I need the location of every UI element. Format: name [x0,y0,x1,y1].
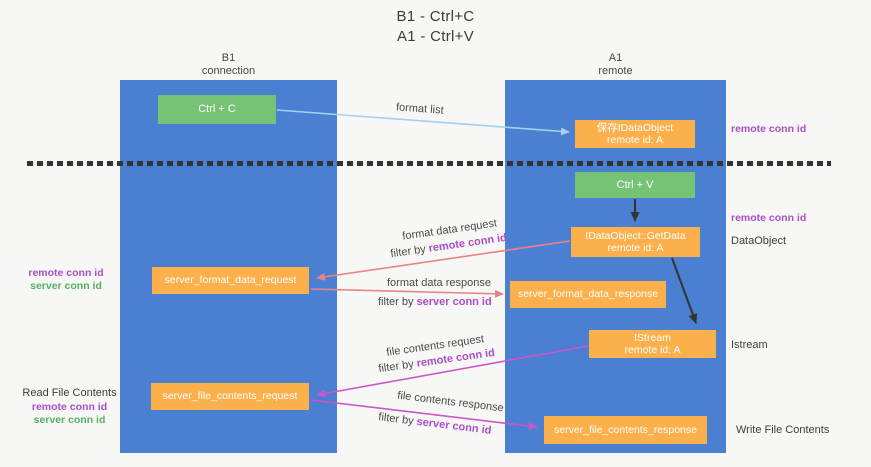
node-server-file-contents-request: server_file_contents_request [151,383,309,410]
node-server-format-data-request: server_format_data_request [152,267,309,294]
label-format-data-response: format data response [387,277,491,289]
node-ctrl-c: Ctrl + C [158,95,276,124]
label-server-conn-id-left-file: server conn id [33,414,106,426]
node-istream: IStream remote id: A [589,330,716,358]
column-header-a1-role: remote [598,65,633,77]
node-format-response-label: server_format_data_response [517,288,659,301]
node-idataobject-getdata: IDataObject::GetData remote id: A [571,227,700,257]
label-remote-conn-id-mid-right: remote conn id [731,212,807,224]
label-write-file-contents: Write File Contents [736,424,830,436]
label-group-format-conn-ids: remote conn id server conn id [24,267,108,293]
label-remote-conn-id-top-right: remote conn id [731,123,807,135]
column-header-a1-name: A1 [608,52,623,64]
title-line-1: B1 - Ctrl+C [396,8,475,25]
node-server-file-contents-response: server_file_contents_response [544,416,707,444]
keyword-server-conn-id: server conn id [415,415,493,437]
label-read-file-contents: Read File Contents [22,387,117,399]
node-ctrl-v-label: Ctrl + V [616,178,654,191]
node-getdata-remote-id: remote id: A [607,242,664,254]
column-header-a1: A1 remote [505,52,726,78]
label-dataobject: DataObject [731,235,787,247]
node-file-request-label: server_file_contents_request [162,390,298,403]
node-format-request-label: server_format_data_request [164,274,297,287]
label-istream: Istream [731,339,768,351]
column-header-b1-role: connection [201,65,256,77]
label-file-contents-response: file contents response [396,389,505,415]
node-istream-title: IStream [634,331,671,344]
node-save-idataobject: 保存IDataObject remote id: A [575,120,695,148]
label-filter-server-conn-id-format: filter by server conn id [378,296,492,308]
label-group-read-file-contents: Read File Contents remote conn id server… [22,385,117,427]
node-ctrl-v: Ctrl + V [575,172,695,198]
keyword-server-conn-id: server conn id [416,296,492,308]
node-save-idataobject-title: 保存IDataObject [596,121,674,134]
node-getdata-title: IDataObject::GetData [585,229,686,242]
column-header-b1: B1 connection [120,52,337,78]
diagram-title: B1 - Ctrl+C A1 - Ctrl+V [0,7,871,47]
node-ctrl-c-label: Ctrl + C [198,103,236,116]
title-line-2: A1 - Ctrl+V [396,28,475,45]
node-server-format-data-response: server_format_data_response [510,281,666,308]
session-divider-dashed-line [27,161,831,166]
label-format-list: format list [395,101,445,117]
label-remote-conn-id-left-file: remote conn id [31,401,108,413]
label-filter-server-conn-id-file: filter by server conn id [377,411,493,437]
label-server-conn-id-left-format: server conn id [30,280,102,292]
node-file-response-label: server_file_contents_response [553,423,697,436]
column-header-b1-name: B1 [221,52,236,64]
label-remote-conn-id-left-format: remote conn id [28,267,104,279]
node-save-idataobject-remote-id: remote id: A [606,134,664,146]
node-istream-remote-id: remote id: A [624,344,681,356]
arrow-format-data-response [310,288,504,298]
